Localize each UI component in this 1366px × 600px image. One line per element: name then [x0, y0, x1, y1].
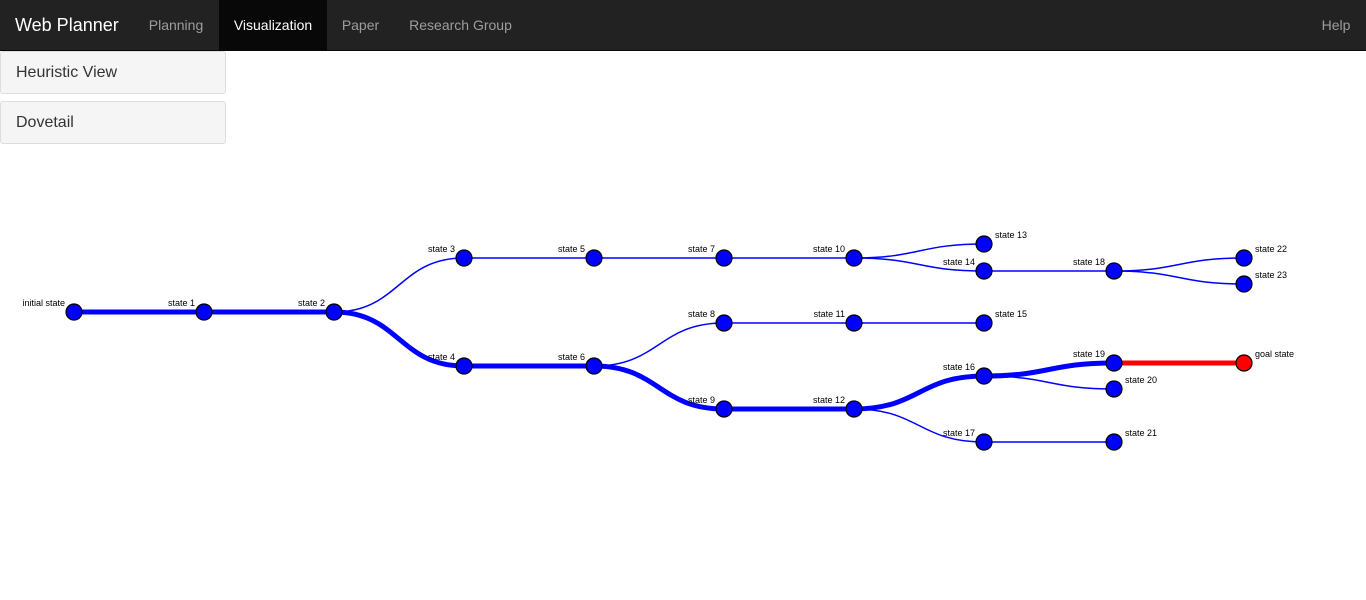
node-label: state 12: [813, 395, 845, 405]
node-label: state 21: [1125, 428, 1157, 438]
node-label: state 4: [428, 352, 455, 362]
nav-paper[interactable]: Paper: [341, 17, 380, 33]
nav-visualization[interactable]: Visualization: [219, 0, 327, 50]
node-s21[interactable]: state 21: [1105, 428, 1157, 451]
node-circle[interactable]: [1105, 433, 1123, 451]
node-circle[interactable]: [845, 400, 863, 418]
edge-s18-s22: [1113, 257, 1245, 272]
node-s20[interactable]: state 20: [1105, 375, 1157, 398]
node-circle[interactable]: [65, 303, 83, 321]
node-circle[interactable]: [715, 249, 733, 267]
node-label: state 2: [298, 298, 325, 308]
edge-s12-s17: [853, 408, 985, 443]
node-circle[interactable]: [715, 400, 733, 418]
node-s3[interactable]: state 3: [428, 244, 473, 267]
node-s14[interactable]: state 14: [943, 257, 993, 280]
node-circle[interactable]: [1105, 354, 1123, 372]
edge-s18-s23: [1113, 270, 1245, 285]
node-label: state 13: [995, 230, 1027, 240]
node-s5[interactable]: state 5: [558, 244, 603, 267]
node-label: state 18: [1073, 257, 1105, 267]
edge-s10-s13: [853, 243, 985, 259]
goal-node-circle[interactable]: [1235, 354, 1253, 372]
node-label: state 20: [1125, 375, 1157, 385]
node-s16[interactable]: state 16: [943, 362, 993, 385]
node-circle[interactable]: [975, 433, 993, 451]
node-label: state 23: [1255, 270, 1287, 280]
node-s19[interactable]: state 19: [1073, 349, 1123, 372]
node-label: goal state: [1255, 349, 1294, 359]
node-circle[interactable]: [975, 235, 993, 253]
node-s2[interactable]: state 2: [298, 298, 343, 321]
dovetail-button[interactable]: Dovetail: [0, 101, 226, 144]
edges-layer: [73, 243, 1245, 443]
heuristic-view-button[interactable]: Heuristic View: [0, 51, 226, 94]
node-s8[interactable]: state 8: [688, 309, 733, 332]
node-s6[interactable]: state 6: [558, 352, 603, 375]
nav-research-group[interactable]: Research Group: [409, 17, 512, 33]
node-label: state 11: [814, 309, 845, 319]
node-label: state 19: [1073, 349, 1105, 359]
node-circle[interactable]: [195, 303, 213, 321]
node-circle[interactable]: [715, 314, 733, 332]
top-navbar: Web Planner Planning Visualization Paper…: [0, 0, 1366, 51]
node-circle[interactable]: [1235, 249, 1253, 267]
node-s18[interactable]: state 18: [1073, 257, 1123, 280]
node-s9[interactable]: state 9: [688, 395, 733, 418]
edge-s6-s8: [593, 322, 725, 367]
node-label: state 5: [558, 244, 585, 254]
node-circle[interactable]: [975, 314, 993, 332]
node-label: state 10: [813, 244, 845, 254]
edge-s16-s19: [983, 360, 1115, 379]
nav-planning[interactable]: Planning: [148, 17, 204, 33]
node-circle[interactable]: [845, 314, 863, 332]
node-label: state 6: [558, 352, 585, 362]
node-s23[interactable]: state 23: [1235, 270, 1287, 293]
node-label: state 16: [943, 362, 975, 372]
node-circle[interactable]: [1105, 262, 1123, 280]
node-circle[interactable]: [325, 303, 343, 321]
node-s13[interactable]: state 13: [975, 230, 1027, 253]
nav-help[interactable]: Help: [1321, 17, 1351, 33]
node-circle[interactable]: [585, 249, 603, 267]
node-s22[interactable]: state 22: [1235, 244, 1287, 267]
node-label: state 1: [168, 298, 195, 308]
node-s7[interactable]: state 7: [688, 244, 733, 267]
brand-title[interactable]: Web Planner: [15, 15, 119, 35]
node-s11[interactable]: state 11: [814, 309, 863, 332]
edge-s6-s9: [593, 363, 725, 412]
node-s15[interactable]: state 15: [975, 309, 1027, 332]
node-circle[interactable]: [1235, 275, 1253, 293]
node-label: state 3: [428, 244, 455, 254]
node-circle[interactable]: [455, 249, 473, 267]
node-s12[interactable]: state 12: [813, 395, 863, 418]
edge-s2-s3: [333, 257, 465, 313]
node-goal[interactable]: goal state: [1235, 349, 1294, 372]
edge-s10-s14: [853, 257, 985, 272]
node-s17[interactable]: state 17: [943, 428, 993, 451]
node-circle[interactable]: [455, 357, 473, 375]
edge-s16-s20: [983, 375, 1115, 390]
node-label: state 8: [688, 309, 715, 319]
edge-s12-s16: [853, 373, 985, 412]
node-label: initial state: [22, 298, 65, 308]
node-circle[interactable]: [975, 262, 993, 280]
node-circle[interactable]: [1105, 380, 1123, 398]
node-s4[interactable]: state 4: [428, 352, 473, 375]
edge-s2-s4: [333, 309, 465, 369]
node-label: state 15: [995, 309, 1027, 319]
node-label: state 14: [943, 257, 975, 267]
node-label: state 17: [943, 428, 975, 438]
nodes-layer: initial state state 1 state 2 state 3 state …: [22, 230, 1294, 451]
node-s1[interactable]: state 1: [168, 298, 213, 321]
node-s10[interactable]: state 10: [813, 244, 863, 267]
node-label: state 22: [1255, 244, 1287, 254]
node-initial[interactable]: initial state: [22, 298, 83, 321]
node-label: state 7: [688, 244, 715, 254]
node-circle[interactable]: [585, 357, 603, 375]
node-circle[interactable]: [845, 249, 863, 267]
node-circle[interactable]: [975, 367, 993, 385]
node-label: state 9: [688, 395, 715, 405]
